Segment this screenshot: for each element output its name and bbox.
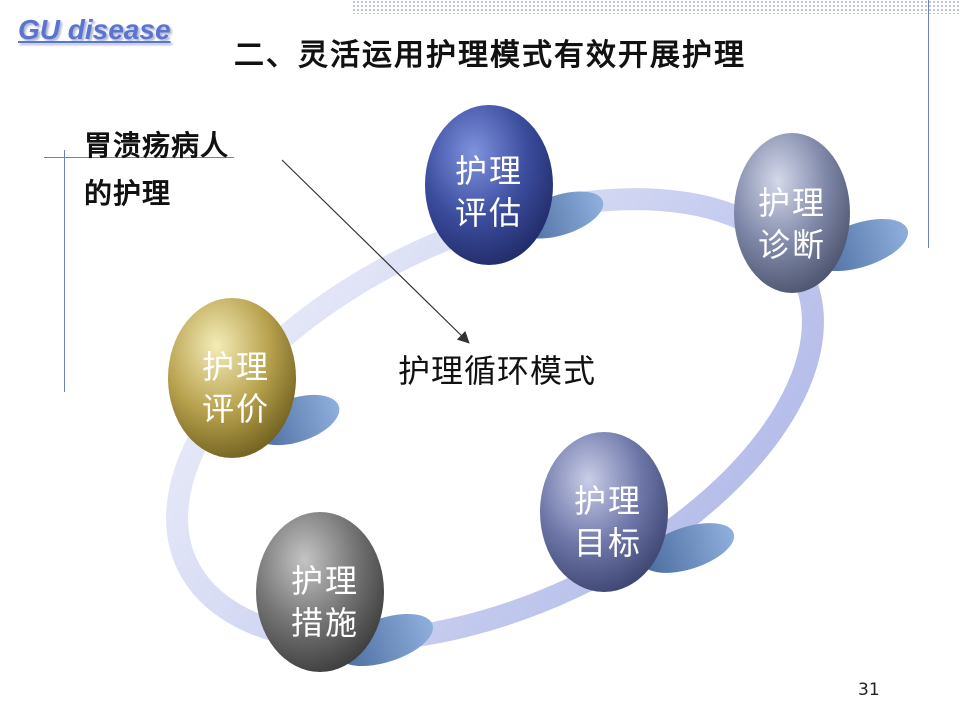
page-number: 31: [858, 680, 880, 700]
connector-arrow: [281, 159, 470, 344]
right-vertical-rule: [928, 0, 929, 248]
topic-line-1: 胃溃疡病人: [84, 129, 230, 162]
node-goal-line2: 目标: [573, 524, 642, 562]
node-assessment-label: 护理 评估: [439, 150, 539, 234]
node-goal: [540, 432, 668, 592]
node-evaluation-group: [168, 298, 340, 458]
cycle-center-label: 护理循环模式: [398, 352, 597, 390]
node-diagnosis-line1: 护理: [757, 184, 826, 222]
slide-title: 二、灵活运用护理模式有效开展护理: [234, 38, 746, 73]
topic-line-2: 的护理: [84, 177, 172, 210]
node-diagnosis: [734, 133, 850, 293]
node-evaluation: [168, 298, 296, 458]
node-goal-line1: 护理: [573, 482, 642, 520]
node-diagnosis-line2: 诊断: [757, 226, 826, 264]
node-goal-group: [540, 432, 735, 592]
left-vertical-rule: [64, 150, 65, 392]
node-diagnosis-label: 护理 诊断: [742, 182, 842, 266]
node-diagnosis-group: [734, 133, 909, 293]
node-intervention-line1: 护理: [290, 562, 359, 600]
node-intervention-label: 护理 措施: [275, 560, 375, 644]
brand-label: GU disease: [18, 14, 171, 45]
header-dot-band: [352, 0, 960, 14]
node-assessment-group: [425, 105, 604, 265]
node-intervention-line2: 措施: [290, 604, 359, 642]
node-evaluation-line2: 评价: [201, 390, 270, 428]
node-assessment: [425, 105, 553, 265]
topic-underline: [44, 157, 234, 158]
node-assessment-line2: 评估: [454, 194, 523, 232]
node-evaluation-line1: 护理: [201, 348, 270, 386]
node-assessment-line1: 护理: [454, 152, 523, 190]
node-goal-label: 护理 目标: [558, 480, 658, 564]
node-evaluation-label: 护理 评价: [186, 346, 286, 430]
node-intervention: [256, 512, 384, 672]
node-intervention-group: [256, 512, 434, 672]
